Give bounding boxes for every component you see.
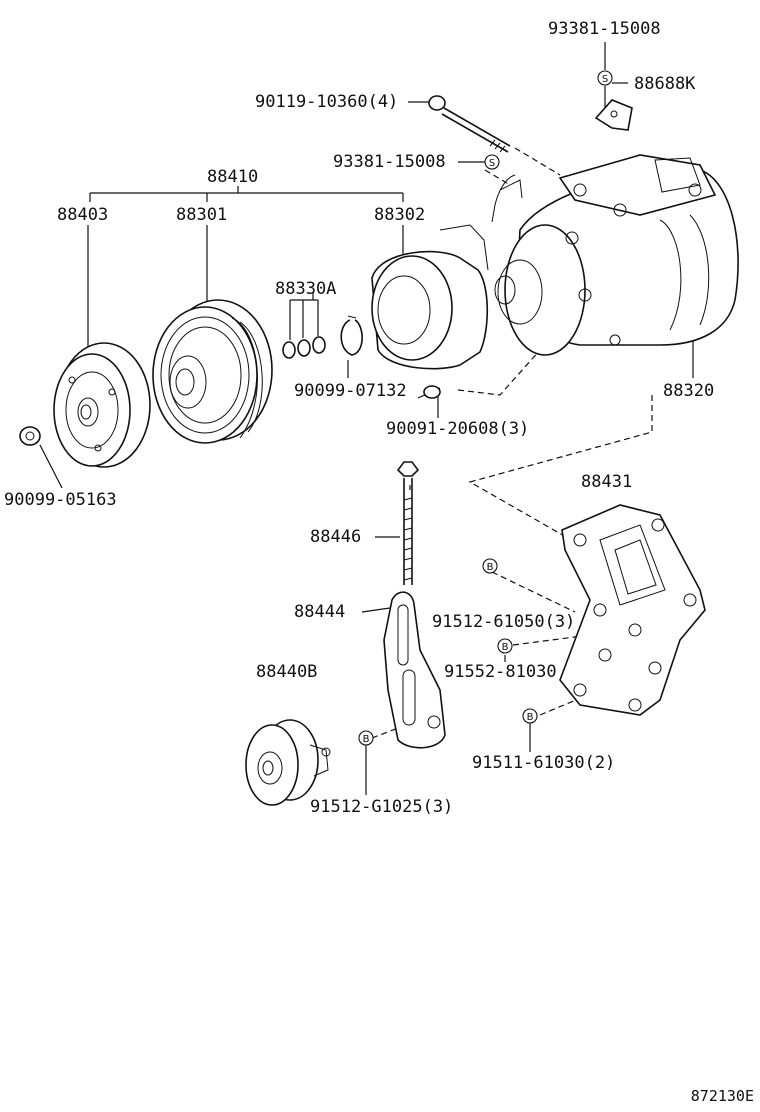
- label-88302: 88302: [374, 205, 425, 225]
- bolt-90119-10360-drawing: [428, 95, 511, 153]
- label-88410: 88410: [207, 167, 258, 187]
- marker-b-91512-G1025: B: [358, 730, 374, 746]
- label-90099-07132: 90099-07132: [294, 381, 407, 401]
- svg-text:B: B: [363, 734, 370, 745]
- marker-s-top: S: [597, 70, 613, 86]
- label-93381-15008-top: 93381-15008: [548, 19, 661, 39]
- stator-88302-drawing: [371, 224, 489, 399]
- bracket-88431-drawing: [559, 504, 706, 716]
- marker-b-91511-61030: B: [522, 708, 538, 724]
- snap-ring-90099-07132-drawing: [340, 315, 363, 356]
- label-88446: 88446: [310, 527, 361, 547]
- label-91511-61030: 91511-61030(2): [472, 753, 615, 773]
- marker-s-mid: S: [484, 154, 500, 170]
- bolt-88446-drawing: [396, 461, 420, 585]
- label-88320: 88320: [663, 381, 714, 401]
- label-88444: 88444: [294, 602, 345, 622]
- label-88440B: 88440B: [256, 662, 317, 682]
- leader-lines: [39, 42, 694, 795]
- label-90099-05163: 90099-05163: [4, 490, 117, 510]
- svg-text:S: S: [602, 74, 608, 85]
- idler-pulley-88440B-drawing: [245, 719, 331, 806]
- bracket-88688K-drawing: [594, 99, 633, 131]
- label-91552-81030: 91552-81030: [444, 662, 557, 682]
- label-88403: 88403: [57, 205, 108, 225]
- pressure-plate-88403-drawing: [53, 342, 151, 468]
- svg-text:B: B: [527, 712, 534, 723]
- svg-text:B: B: [502, 642, 509, 653]
- label-88301: 88301: [176, 205, 227, 225]
- svg-text:S: S: [489, 158, 495, 169]
- compressor-88320-drawing: [491, 154, 739, 356]
- marker-b-91512-61050: B: [482, 558, 498, 574]
- group-bracket-88410: [89, 186, 404, 202]
- adjusting-bar-88444-drawing: [383, 591, 446, 749]
- pulley-88301-drawing: [152, 299, 273, 444]
- label-91512-61050: 91512-61050(3): [432, 612, 575, 632]
- label-88431: 88431: [581, 472, 632, 492]
- diagram-code: 872130E: [691, 1087, 754, 1105]
- label-90091-20608: 90091-20608(3): [386, 419, 529, 439]
- label-91512-G1025: 91512-G1025(3): [310, 797, 453, 817]
- label-93381-15008-mid: 93381-15008: [333, 152, 446, 172]
- shims-88330A-drawing: [282, 336, 326, 359]
- svg-text:B: B: [487, 562, 494, 573]
- label-88330A: 88330A: [275, 279, 336, 299]
- nut-90099-05163-drawing: [19, 426, 41, 446]
- label-90119-10360: 90119-10360(4): [255, 92, 398, 112]
- label-88688K: 88688K: [634, 74, 696, 94]
- marker-b-91552-81030: B: [497, 638, 513, 654]
